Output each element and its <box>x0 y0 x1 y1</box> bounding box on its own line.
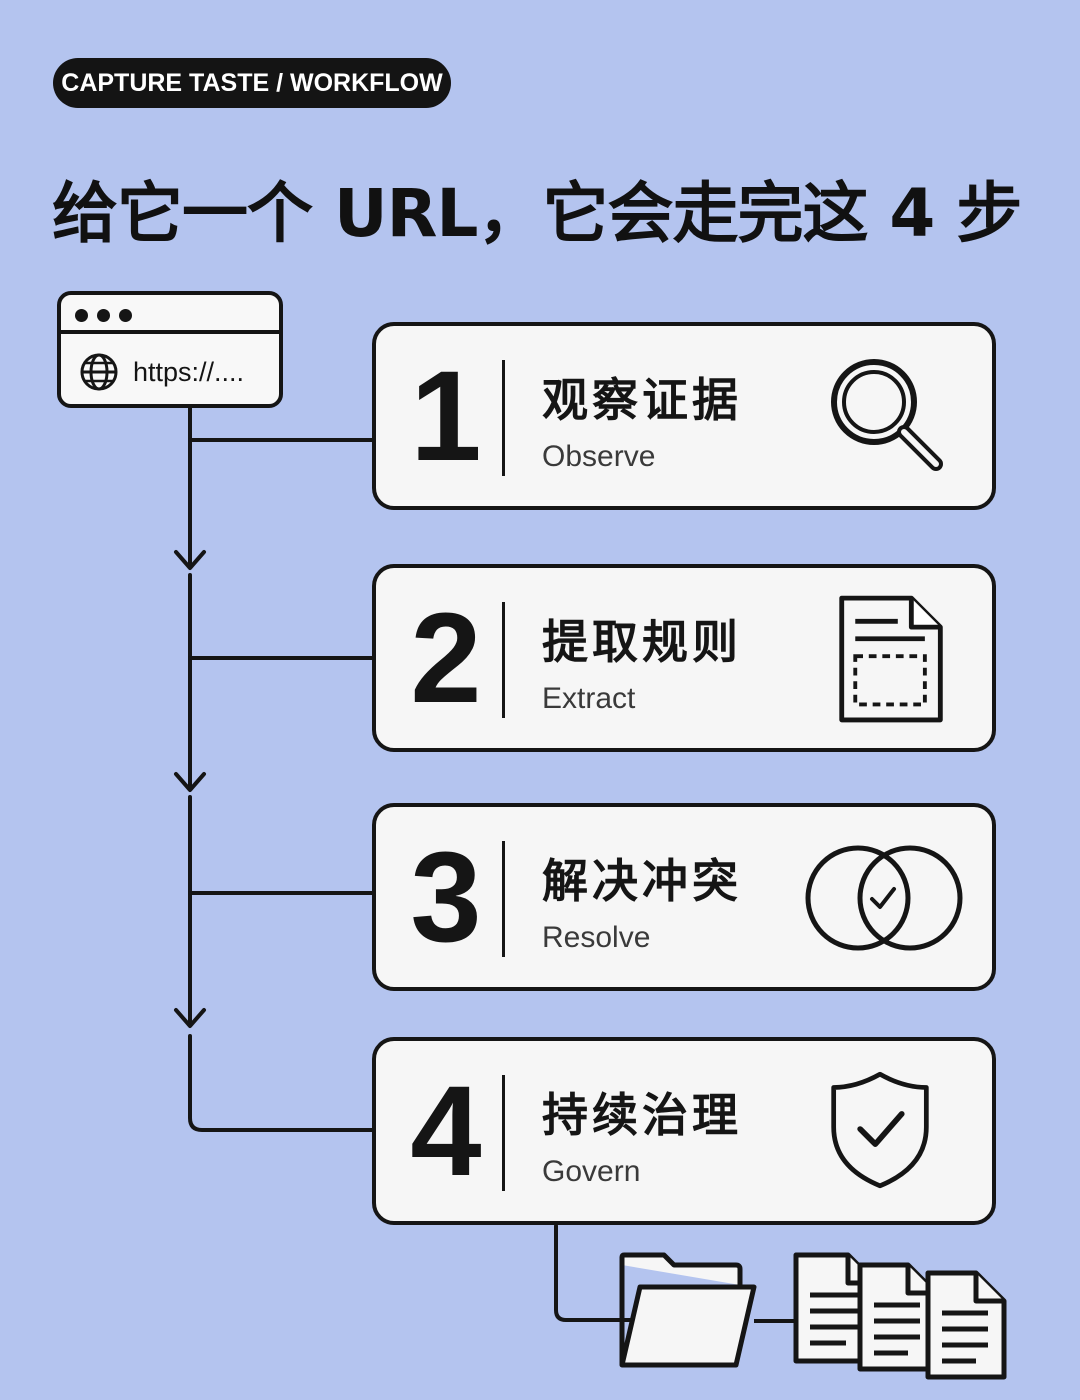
document-selection-icon <box>839 595 943 723</box>
step-title-zh: 持续治理 <box>542 1088 742 1142</box>
divider <box>502 1075 505 1191</box>
step-number: 1 <box>410 345 482 488</box>
step-card-resolve: 3 解决冲突 Resolve <box>372 803 996 991</box>
step-title-zh: 提取规则 <box>542 615 742 669</box>
step-number: 2 <box>410 587 482 730</box>
folder-icon <box>619 1252 757 1368</box>
url-text: https://.... <box>133 357 245 387</box>
page-title: 给它一个 URL，它会走完这 4 步 <box>52 175 1022 252</box>
workflow-badge: CAPTURE TASTE / WORKFLOW <box>53 58 451 108</box>
step-title-zh: 观察证据 <box>542 373 742 427</box>
step-title-en: Observe <box>542 440 656 473</box>
divider <box>502 602 505 718</box>
step-title-zh: 解决冲突 <box>542 854 742 908</box>
step-card-extract: 2 提取规则 Extract <box>372 564 996 752</box>
window-divider <box>61 330 279 334</box>
document-icon <box>857 1262 939 1372</box>
browser-window: https://.... <box>57 291 283 408</box>
step-title-en: Govern <box>542 1155 641 1188</box>
venn-check-icon <box>805 845 963 951</box>
globe-icon <box>80 353 118 391</box>
step-card-observe: 1 观察证据 Observe <box>372 322 996 510</box>
step-number: 4 <box>410 1060 482 1203</box>
step-title-en: Extract <box>542 682 636 715</box>
divider <box>502 360 505 476</box>
step-card-govern: 4 持续治理 Govern <box>372 1037 996 1225</box>
divider <box>502 841 505 957</box>
magnifier-icon <box>831 359 943 471</box>
window-dot <box>97 309 110 322</box>
window-dot <box>119 309 132 322</box>
window-dot <box>75 309 88 322</box>
step-title-en: Resolve <box>542 921 651 954</box>
document-icon <box>925 1270 1007 1380</box>
output-files <box>619 1252 1007 1380</box>
shield-check-icon <box>831 1071 929 1189</box>
step-number: 3 <box>410 826 482 969</box>
